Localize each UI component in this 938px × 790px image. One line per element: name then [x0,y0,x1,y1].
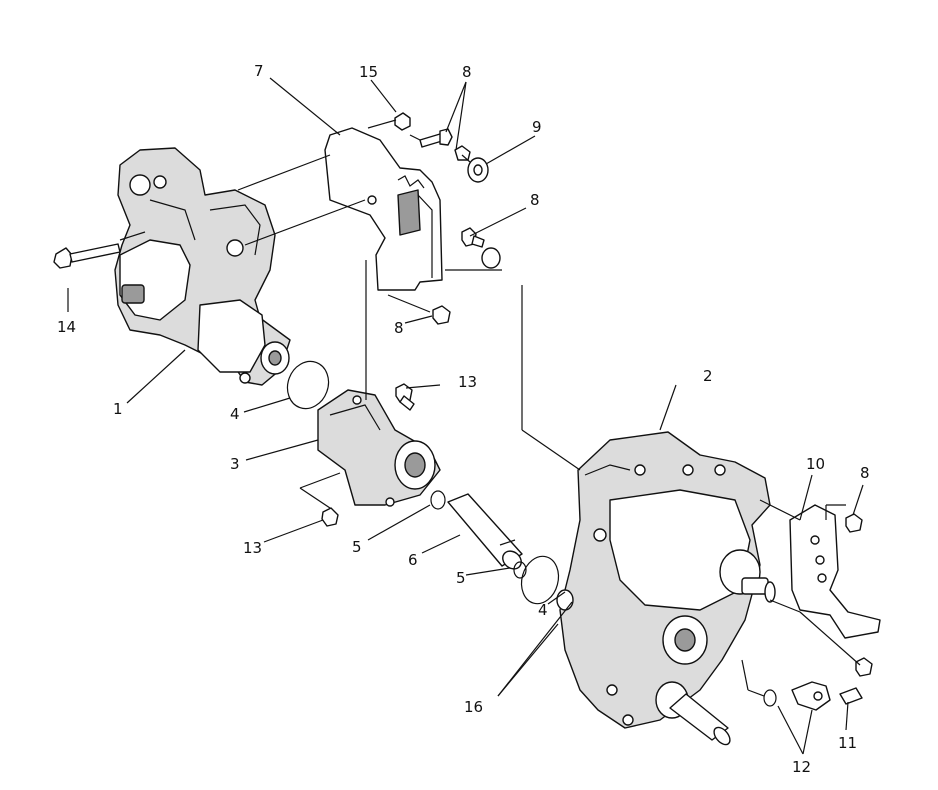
part-15-nut [394,112,411,131]
callout-8-top: 8 [462,63,472,81]
part-6-coupler-shaft [447,493,523,570]
part-8-bolt-middle [461,227,501,269]
part-11-screw [839,687,863,705]
leader-lines [126,77,864,755]
callout-4-upper: 4 [230,405,240,423]
alignment-lines [119,119,861,697]
part-2-transmission-housing [556,431,776,746]
callout-7: 7 [254,62,264,80]
callout-10: 10 [806,455,825,473]
callout-1: 1 [113,400,123,418]
callout-14: 14 [57,318,76,336]
part-8-bolt-right-lower [855,657,873,677]
callout-12: 12 [792,758,811,776]
callout-15: 15 [359,63,378,81]
part-10-bracket [789,504,881,639]
callout-5-lower: 5 [456,569,466,587]
callout-8-low: 8 [394,319,404,337]
callout-2: 2 [703,367,713,385]
part-3-adapter-housing [317,389,441,507]
callout-6: 6 [408,551,418,569]
part-5-snap-ring-lower [513,561,527,579]
part-8-bolt-lower [432,305,451,325]
callout-8-mid: 8 [530,191,540,209]
callout-13-upper: 13 [458,373,477,391]
part-8-bolt-right-upper [845,513,863,533]
callout-9: 9 [532,118,542,136]
part-4-o-ring-upper [286,360,330,410]
part-13-bolt-lower [321,507,339,527]
part-14-bolt [53,243,121,312]
callout-5-upper: 5 [352,538,362,556]
part-5-snap-ring-upper [430,490,446,510]
part-12-sensor [763,681,831,711]
callout-3: 3 [230,455,240,473]
callout-16: 16 [464,698,483,716]
part-4-o-ring-lower [520,555,560,605]
callout-11: 11 [838,734,857,752]
callout-13-lower: 13 [243,539,262,557]
callout-labels: 1 2 3 4 4 5 5 6 7 8 8 8 8 9 10 11 12 13 … [57,62,870,776]
callout-4-lower: 4 [538,601,548,619]
part-13-bolt-upper [395,383,415,411]
part-1-gearcase-assembly [114,147,291,386]
part-9-washer [467,157,489,183]
part-7-bracket [324,127,443,291]
callout-8-right: 8 [860,464,870,482]
